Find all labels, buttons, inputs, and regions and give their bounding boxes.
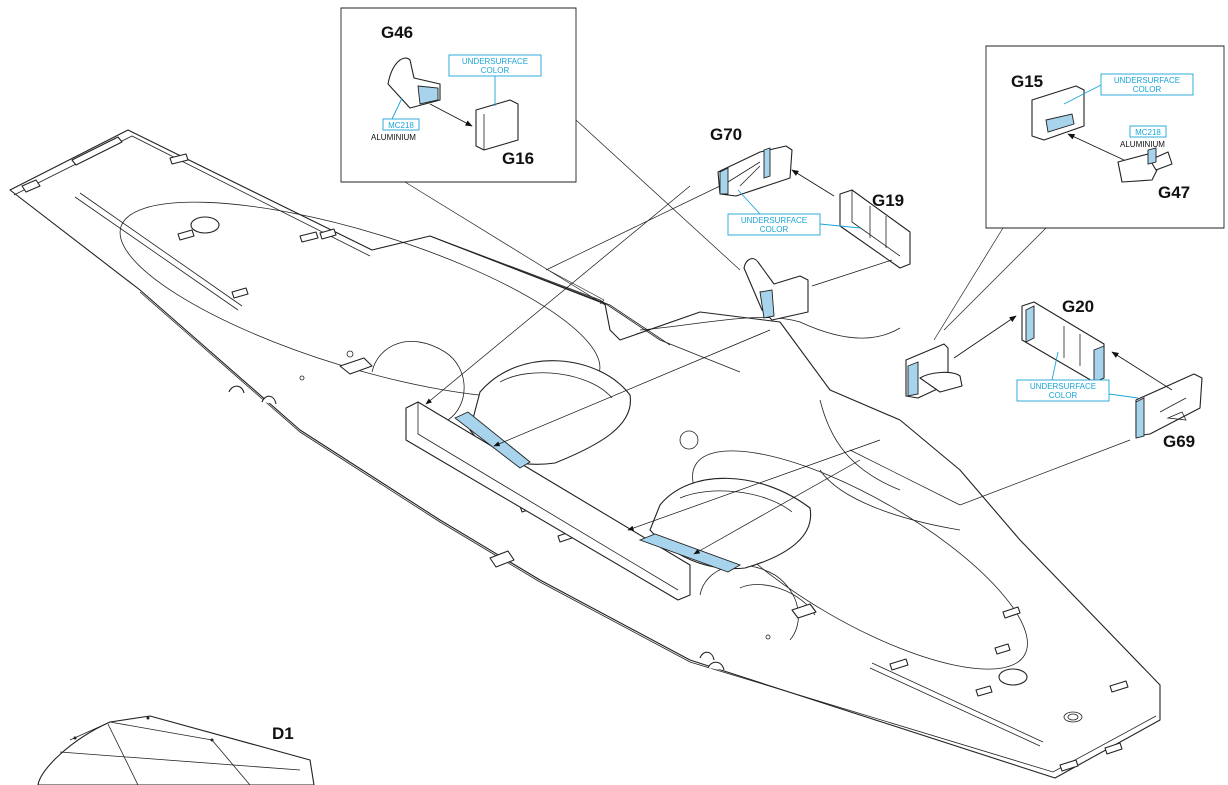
guide-g19 xyxy=(811,259,893,287)
svg-text:COLOR: COLOR xyxy=(481,66,510,75)
label-g15: G15 xyxy=(1011,72,1043,91)
part-g46-illustration xyxy=(387,57,441,109)
label-g19: G19 xyxy=(872,191,904,210)
svg-text:ALUMINIUM: ALUMINIUM xyxy=(1120,140,1165,149)
part-g15-installed xyxy=(905,343,963,399)
callout-undersurface-g70-g19: UNDERSURFACE COLOR xyxy=(727,189,861,236)
label-g20: G20 xyxy=(1062,297,1094,316)
label-g69: G69 xyxy=(1163,432,1195,451)
svg-text:UNDERSURFACE: UNDERSURFACE xyxy=(1114,76,1180,85)
part-g19-illustration xyxy=(839,189,911,269)
guide-g69 xyxy=(959,439,1131,506)
leader-g15-box-left xyxy=(933,227,1004,341)
guide-g70-a xyxy=(545,185,721,271)
svg-text:UNDERSURFACE: UNDERSURFACE xyxy=(741,216,807,225)
label-g16: G16 xyxy=(502,149,534,168)
callout-undersurface-g16: UNDERSURFACE COLOR xyxy=(448,54,542,106)
arrow-g16-to-spar xyxy=(493,329,771,447)
arrow-g47-to-g15 xyxy=(1067,133,1125,161)
svg-text:MC218: MC218 xyxy=(388,121,414,130)
guide-g70-b xyxy=(547,269,605,301)
arrow-g15-to-spar xyxy=(693,459,861,555)
svg-text:COLOR: COLOR xyxy=(1133,85,1162,94)
callout-mc218-g46: MC218 ALUMINIUM xyxy=(371,97,420,142)
part-g69-illustration xyxy=(1135,373,1203,439)
part-g47-illustration xyxy=(1117,147,1173,183)
svg-text:UNDERSURFACE: UNDERSURFACE xyxy=(462,57,528,66)
part-g15-illustration xyxy=(1031,85,1085,141)
arrow-g19-to-g70 xyxy=(791,169,835,197)
svg-text:ALUMINIUM: ALUMINIUM xyxy=(371,133,416,142)
part-g16-illustration xyxy=(475,99,519,151)
leader-g46-box-right xyxy=(575,119,741,271)
arrow-g69-to-spar xyxy=(627,439,881,531)
arrow-g46-to-g16 xyxy=(429,103,473,127)
detail-frame-g46-g16 xyxy=(340,7,577,183)
arrow-g70-to-spar xyxy=(425,185,691,405)
part-g20-illustration xyxy=(1021,301,1105,383)
guide-g69-b xyxy=(849,449,961,506)
part-d1-illustration xyxy=(37,715,315,785)
label-g70: G70 xyxy=(710,125,742,144)
part-g46-installed xyxy=(743,258,809,321)
callout-undersurface-g20-g69: UNDERSURFACE COLOR xyxy=(1016,351,1139,402)
guide-g70-c xyxy=(599,299,605,305)
leader-g15-box-right xyxy=(943,227,1047,331)
svg-text:COLOR: COLOR xyxy=(760,225,789,234)
callout-undersurface-g15: UNDERSURFACE COLOR xyxy=(1063,73,1194,105)
wing-lower-panel xyxy=(9,129,1161,779)
svg-text:MC218: MC218 xyxy=(1135,128,1161,137)
label-g47: G47 xyxy=(1158,183,1190,202)
svg-text:COLOR: COLOR xyxy=(1049,391,1078,400)
label-g46: G46 xyxy=(381,23,413,42)
callout-mc218-g47: MC218 ALUMINIUM xyxy=(1120,125,1167,149)
svg-text:UNDERSURFACE: UNDERSURFACE xyxy=(1030,382,1096,391)
arrow-g69-to-g20 xyxy=(1111,351,1173,391)
part-g70-illustration xyxy=(717,145,793,197)
leader-g46-box-left xyxy=(404,181,606,306)
label-d1: D1 xyxy=(272,724,294,743)
arrow-g15-to-g20 xyxy=(953,315,1017,359)
